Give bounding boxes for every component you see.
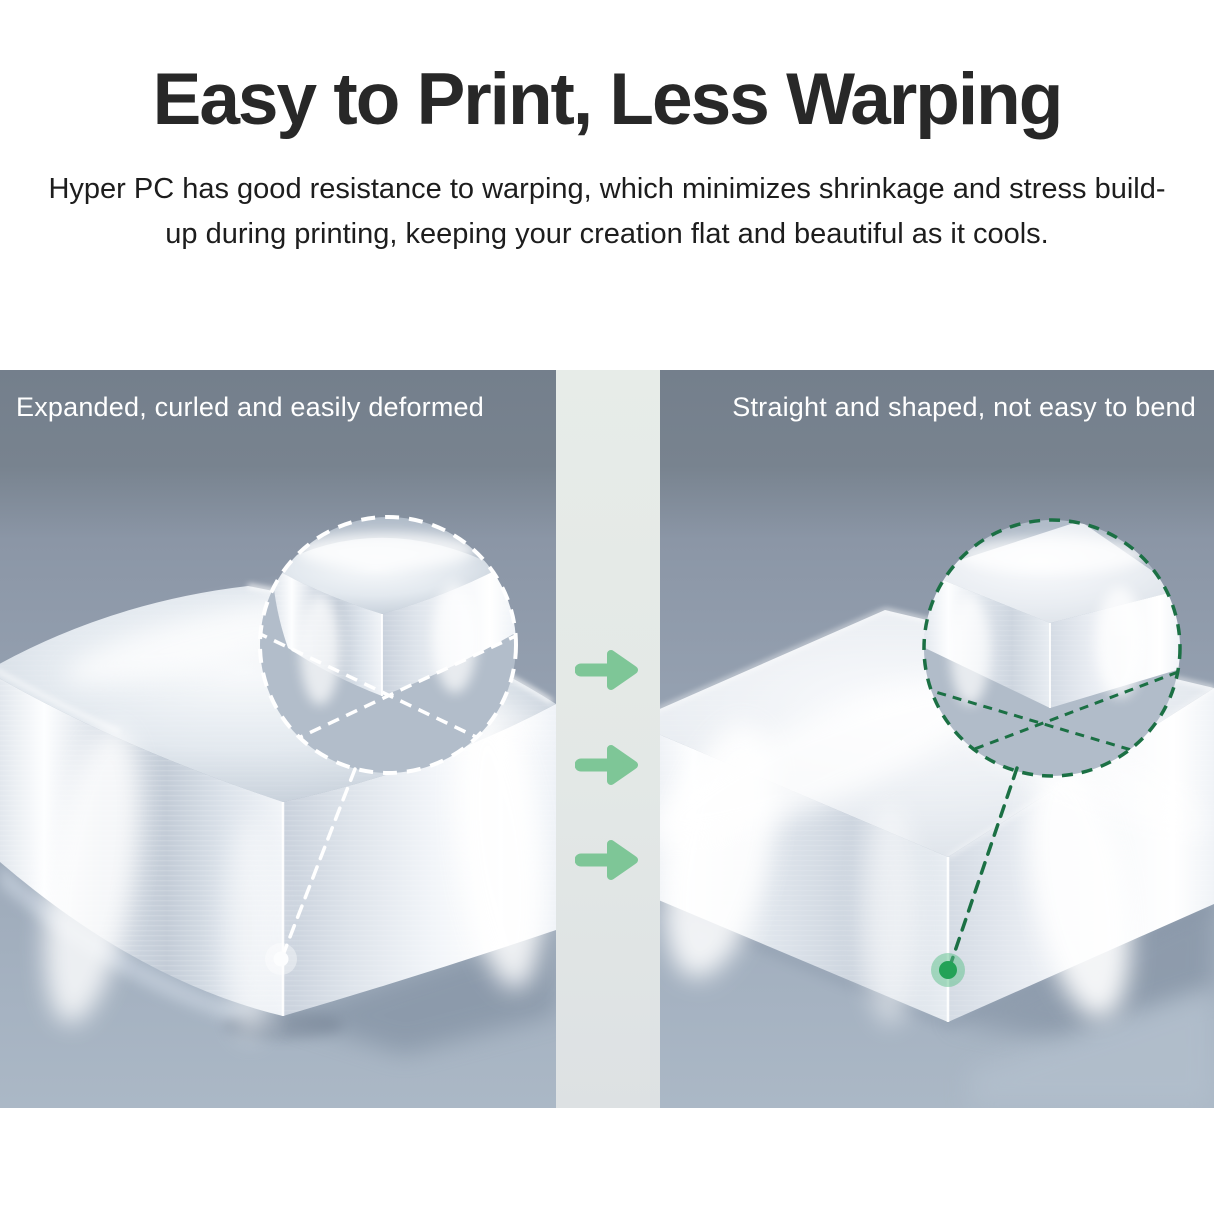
comparison-section: Expanded, curled and easily deformed (0, 370, 1214, 1108)
right-panel-label: Straight and shaped, not easy to bend (732, 392, 1196, 422)
corner-marker-dot-white (273, 951, 289, 967)
page-description: Hyper PC has good resistance to warping,… (48, 172, 1166, 250)
dashed-circle-white (258, 515, 518, 775)
corner-marker-dot-green (939, 961, 957, 979)
left-panel-warped: Expanded, curled and easily deformed (0, 370, 556, 1108)
arrow-right-icon (575, 840, 638, 880)
arrow-right-icon (575, 650, 638, 690)
divider-strip (556, 370, 660, 1108)
left-panel-label: Expanded, curled and easily deformed (16, 392, 484, 422)
header: Easy to Print, Less Warping Hyper PC has… (0, 0, 1214, 257)
arrow-column (575, 647, 641, 883)
warped-block-render (0, 370, 556, 1108)
callout-connector-line (949, 766, 1019, 965)
dashed-circle-green (922, 518, 1182, 778)
page-title: Easy to Print, Less Warping (152, 59, 1064, 140)
callout-connector-line (281, 767, 357, 957)
arrow-right-icon (575, 745, 638, 785)
straight-block-render (660, 370, 1214, 1108)
magnifier-callout-left (260, 517, 516, 773)
right-panel-straight: Straight and shaped, not easy to bend (660, 370, 1214, 1108)
magnifier-callout-right (924, 520, 1180, 776)
